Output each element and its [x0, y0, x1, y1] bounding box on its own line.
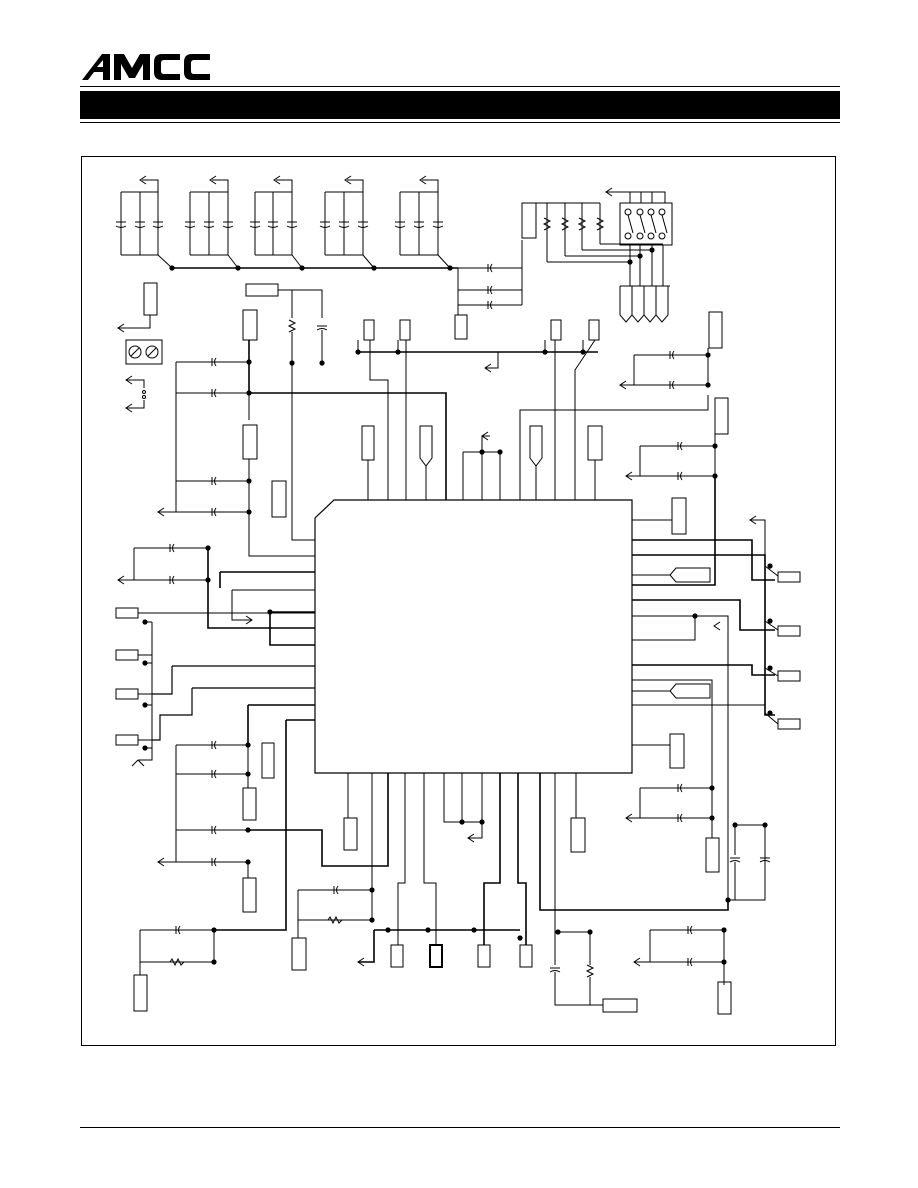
connector-l-j3	[115, 688, 139, 700]
component-top-4	[587, 425, 603, 461]
connector-r3	[671, 497, 687, 535]
junction-dots	[142, 247, 773, 965]
jumper-b2	[429, 944, 443, 968]
jumper-4	[588, 319, 600, 341]
connector-j1	[777, 571, 801, 583]
connector-top-mid	[454, 314, 468, 340]
connector-j4	[777, 718, 801, 730]
connector-l5	[242, 787, 257, 821]
connector-l1	[242, 309, 258, 341]
terminal-block	[125, 339, 163, 365]
jumper-3	[550, 319, 562, 341]
switch-array	[624, 208, 668, 240]
connector-l6	[242, 877, 257, 913]
header-rule	[80, 86, 840, 87]
connector-br	[717, 981, 732, 1015]
connector-l4	[261, 742, 275, 779]
component-bot-1	[343, 817, 358, 851]
header-underline	[80, 122, 840, 123]
decoupling-bank-4	[319, 175, 375, 269]
connector-j2	[777, 625, 801, 637]
connector-bl	[133, 974, 148, 1012]
component-top-1	[361, 425, 375, 461]
jumper-b4	[519, 944, 533, 968]
main-ic	[314, 499, 633, 774]
connector-l-j4	[115, 734, 139, 746]
connector-tl	[143, 282, 158, 316]
component-top-3	[529, 425, 543, 467]
component-bot-3	[602, 998, 638, 1013]
connector-r4	[669, 733, 685, 769]
decoupling-bank-5	[394, 175, 451, 269]
jumper-2	[399, 319, 411, 341]
component-top-2	[419, 425, 433, 467]
component-tl-rc	[245, 283, 279, 297]
header-banner	[80, 91, 840, 119]
decoupling-bank-2	[184, 175, 239, 269]
component-r-arrow-1	[669, 567, 711, 583]
jumper-b1	[390, 944, 404, 968]
connector-l2	[242, 424, 258, 460]
connector-l-j2	[115, 649, 139, 661]
connector-r5	[705, 837, 720, 873]
schematic-frame	[81, 156, 836, 1046]
connector-b1	[291, 937, 307, 971]
decoupling-bank-1	[115, 175, 173, 269]
connector-r1	[708, 311, 723, 349]
connector-j3	[777, 670, 801, 682]
connector-r2	[714, 397, 729, 435]
component-r-arrow-2	[669, 683, 711, 699]
component-bot-2	[570, 817, 586, 853]
decoupling-bank-3	[249, 175, 303, 269]
connector-l-j1	[115, 607, 139, 619]
jumper-1	[363, 319, 375, 341]
jumper-b3	[477, 944, 491, 968]
connector-resnet	[521, 202, 537, 239]
footer-rule	[80, 1127, 840, 1128]
connector-l3	[271, 480, 287, 518]
amcc-logo	[82, 54, 210, 80]
